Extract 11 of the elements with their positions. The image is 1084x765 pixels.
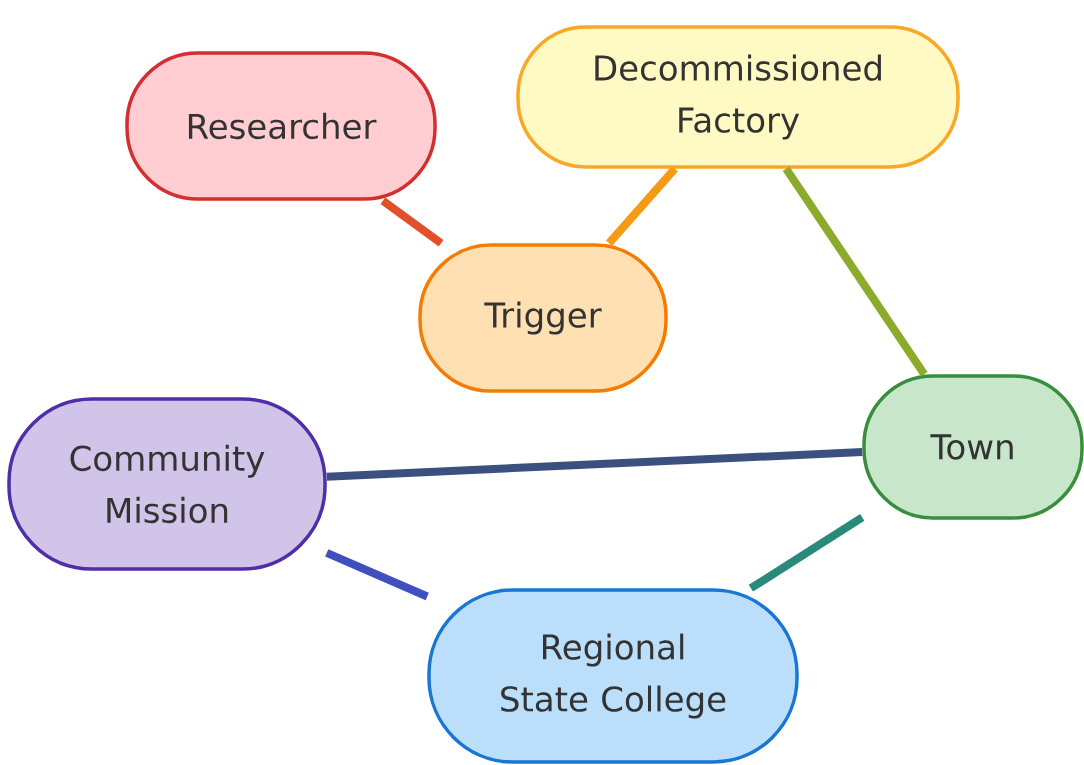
rounded-box: Town: [862, 374, 1084, 520]
connector: [325, 549, 429, 601]
rounded-box: Decommissioned Factory: [516, 25, 960, 169]
rounded-box: Community Mission: [7, 397, 327, 571]
rounded-box: Trigger: [418, 243, 668, 393]
rounded-box: Regional State College: [427, 588, 799, 764]
rounded-box: Researcher: [125, 51, 437, 201]
connector: [606, 166, 678, 246]
connector: [748, 514, 865, 592]
connector: [782, 166, 928, 377]
connector: [380, 197, 444, 247]
